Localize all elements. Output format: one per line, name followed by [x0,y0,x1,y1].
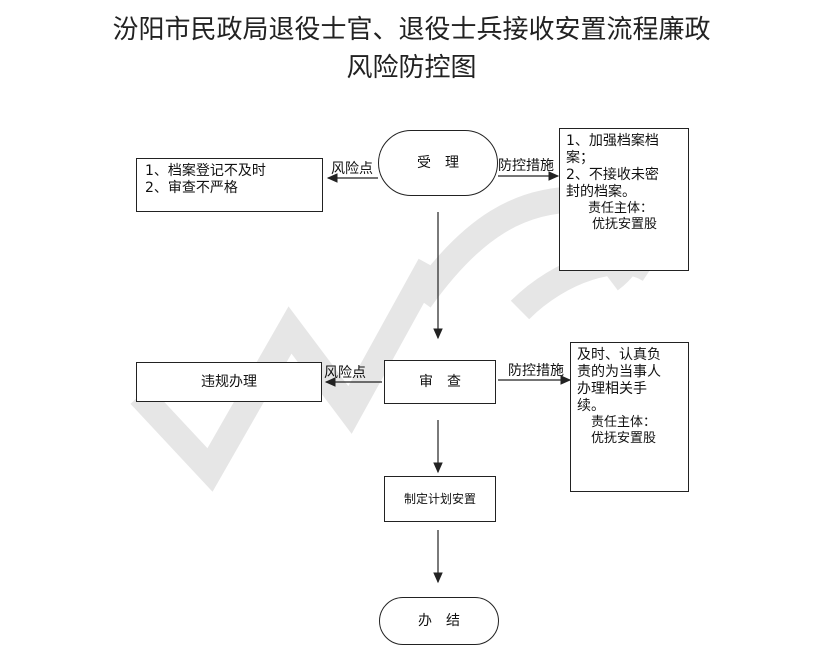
risk-box-review: 违规办理 [136,362,322,402]
control-line: 案； [566,150,594,166]
control-line: 及时、认真负 [577,347,661,363]
node-accept: 受 理 [378,130,498,196]
risk-point-label-review: 风险点 [324,365,366,381]
control-box-review: 及时、认真负 责的为当事人 办理相关手 续。 责任主体： 优抚安置股 [570,342,689,492]
control-measure-label-review: 防控措施 [508,363,564,379]
diagram-title-line2: 风险防控图 [346,53,477,83]
risk-point-label-accept: 风险点 [331,161,373,177]
control-line: 1、加强档案档 [566,133,659,149]
responsible-label: 责任主体： [588,201,654,216]
node-accept-label: 受 理 [417,154,459,171]
diagram-title-line1: 汾阳市民政局退役士官、退役士兵接收安置流程廉政 [112,15,711,45]
responsible-label: 责任主体： [591,415,657,430]
responsible-unit: 优抚安置股 [592,217,658,232]
control-line: 封的档案。 [566,184,636,200]
node-review: 审 查 [384,360,496,404]
risk-item: 2、审查不严格 [145,180,238,196]
risk-box-accept: 1、档案登记不及时 2、审查不严格 [136,158,323,212]
control-line: 续。 [577,398,605,414]
control-box-accept: 1、加强档案档 案； 2、不接收未密 封的档案。 责任主体： 优抚安置股 [559,128,689,271]
control-line: 2、不接收未密 [566,167,659,183]
risk-item: 1、档案登记不及时 [145,163,266,179]
control-measure-label-accept: 防控措施 [498,158,554,174]
node-plan: 制定计划安置 [384,476,496,522]
risk-item: 违规办理 [201,373,257,390]
node-finish: 办 结 [379,597,499,645]
control-line: 办理相关手 [577,381,647,397]
node-plan-label: 制定计划安置 [403,491,476,506]
control-line: 责的为当事人 [577,364,661,380]
responsible-unit: 优抚安置股 [591,431,657,446]
node-review-label: 审 查 [419,373,461,390]
node-finish-label: 办 结 [418,612,460,629]
